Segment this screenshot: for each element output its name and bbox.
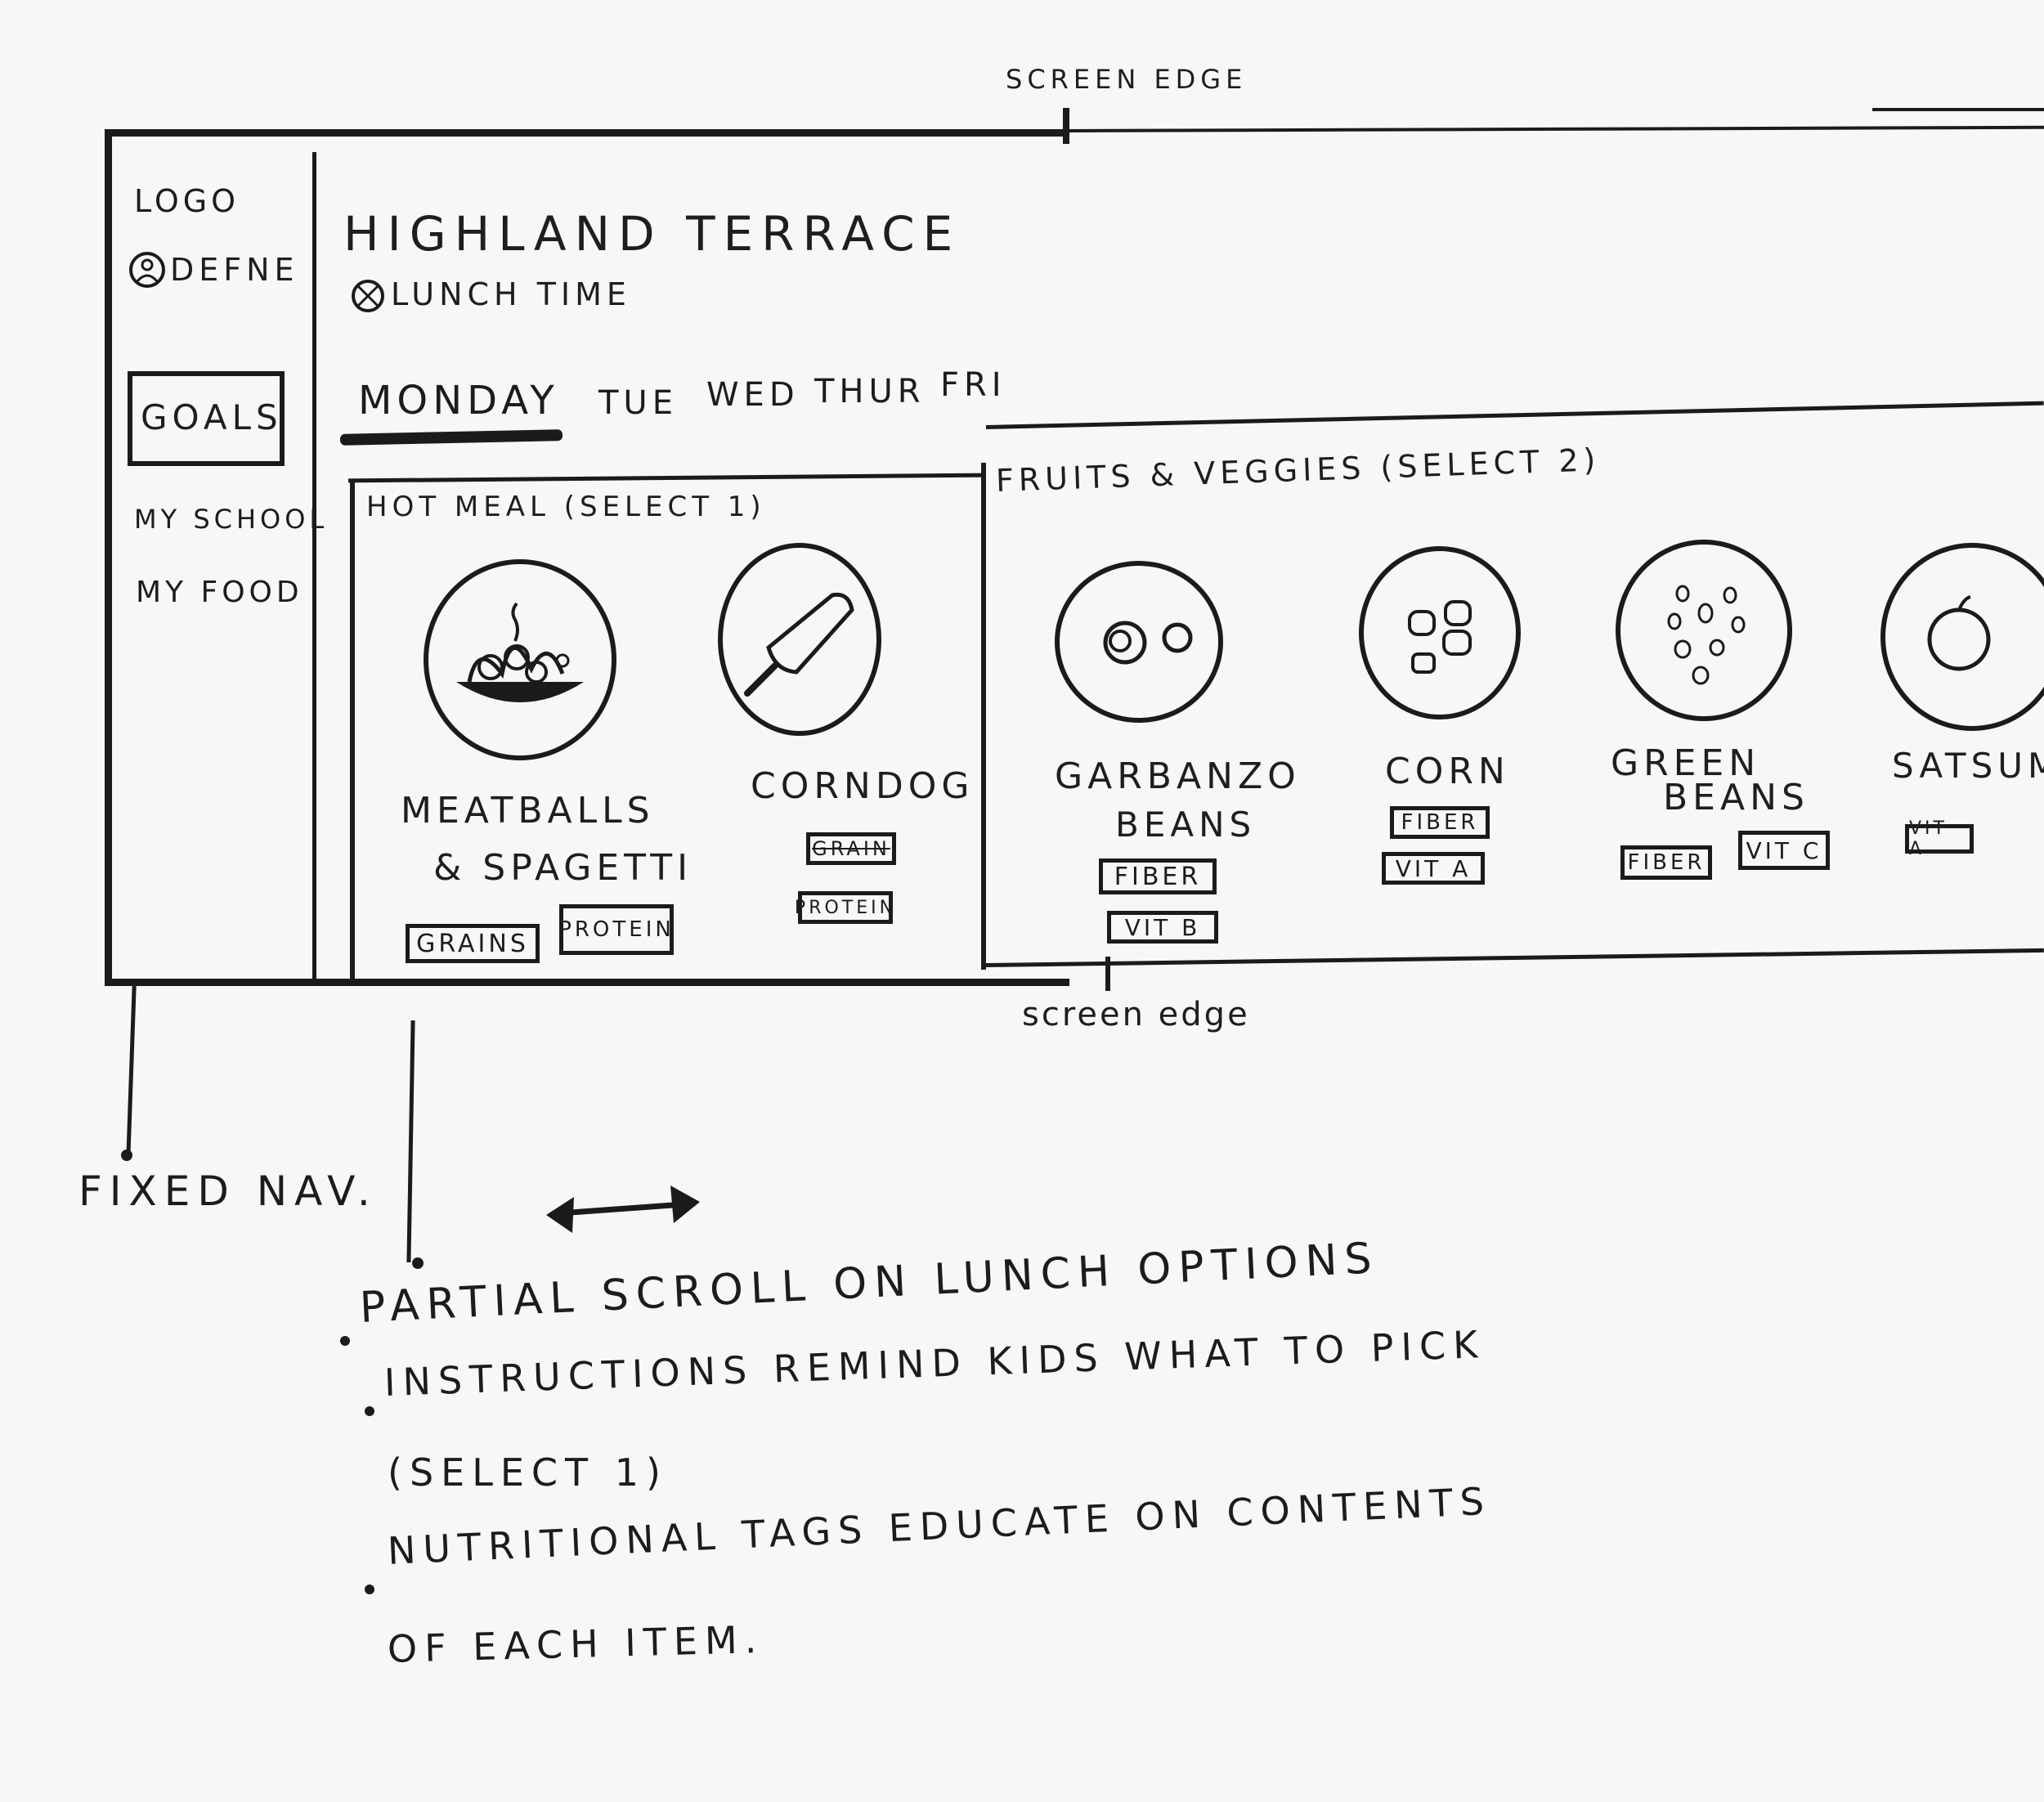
nav-my-school[interactable]: MY SCHOOL <box>134 504 329 535</box>
scroller-left-border <box>350 479 355 986</box>
nav-goals-label: GOALS <box>141 397 283 437</box>
scroll-pointer-dot <box>412 1257 424 1269</box>
logo[interactable]: LOGO <box>134 183 240 219</box>
fixed-nav-pointer-dot <box>121 1150 132 1161</box>
tag-fiber: FIBER <box>1099 858 1217 894</box>
food-name-meatballs-line1: MEATBALLS <box>401 790 655 832</box>
food-name-green-beans-line2: BEANS <box>1663 777 1809 818</box>
tag-grain: GRAIN <box>806 832 896 865</box>
nav-goals-button[interactable]: GOALS <box>128 371 285 466</box>
section-divider <box>981 463 986 970</box>
corndog-icon <box>744 592 854 697</box>
note-nutritional-tags-cont: OF EACH ITEM. <box>387 1616 764 1671</box>
top-border-overflow <box>1062 125 2044 132</box>
tag-protein: PROTEIN <box>795 891 893 924</box>
food-item-green-beans[interactable] <box>1616 540 1792 721</box>
scroller-bottom-border-overflow <box>985 948 2044 967</box>
screen-edge-bottom-marker <box>1105 957 1110 991</box>
food-name-green-beans-line1: GREEN <box>1611 742 1761 784</box>
food-name-corndog: CORNDOG <box>751 765 975 807</box>
tag-grains: GRAINS <box>406 924 540 963</box>
food-name-garbanzo-line2: BEANS <box>1115 805 1257 845</box>
green-beans-icon <box>1667 585 1746 685</box>
food-plate <box>1055 561 1223 723</box>
tag-vit-b: VIT B <box>1107 911 1218 944</box>
tab-monday[interactable]: MONDAY <box>358 378 559 424</box>
tag-vit-a: VIT A <box>1905 818 1974 859</box>
food-plate <box>1880 543 2044 731</box>
scroller-top-border-overflow <box>985 401 2044 429</box>
fixed-nav-pointer <box>126 985 137 1159</box>
food-item-meatballs[interactable] <box>424 559 616 760</box>
page-title: HIGHLAND TERRACE <box>343 206 961 262</box>
nav-my-food[interactable]: MY FOOD <box>136 576 303 609</box>
food-item-corndog[interactable] <box>718 543 881 736</box>
sidebar-divider <box>312 152 316 986</box>
tag-protein: PROTEIN <box>558 904 674 955</box>
food-item-garbanzo-beans[interactable] <box>1055 561 1223 723</box>
food-name-garbanzo-line1: GARBANZO <box>1055 755 1301 797</box>
spaghetti-bowl-icon <box>456 602 584 702</box>
tab-fri[interactable]: FRI <box>940 366 1006 404</box>
hot-meal-title: HOT MEAL (SELECT 1) <box>366 491 766 523</box>
satsuma-icon <box>1927 595 1991 671</box>
note-partial-scroll: PARTIAL SCROLL ON LUNCH OPTIONS <box>358 1234 1380 1333</box>
tag-vit-c: VIT C <box>1738 831 1830 870</box>
food-plate <box>424 559 616 760</box>
user-name: DEFNE <box>170 252 299 288</box>
fixed-nav-label: FIXED NAV. <box>78 1168 378 1215</box>
food-name-corn: CORN <box>1385 751 1510 792</box>
lunch-time-label: LUNCH TIME <box>391 276 631 312</box>
clock-icon <box>352 280 384 312</box>
scroll-pointer <box>406 1020 415 1263</box>
corn-icon <box>1408 600 1472 674</box>
screen-edge-bottom-label: screen edge <box>1022 996 1250 1033</box>
food-name-meatballs-line2: & SPAGETTI <box>433 847 693 889</box>
garbanzo-beans-icon <box>1103 621 1193 665</box>
food-plate <box>718 543 881 736</box>
screen-frame <box>105 129 1069 986</box>
fruits-veggies-title: FRUITS & VEGGIES (SELECT 2) <box>995 442 1602 499</box>
horizontal-scroll-arrow-icon <box>546 1186 700 1233</box>
screen-edge-top-label: SCREEN EDGE <box>1006 64 1248 95</box>
tag-fiber: FIBER <box>1390 806 1490 839</box>
food-item-satsuma[interactable] <box>1880 543 2044 731</box>
top-border-overflow-far <box>1872 108 2044 111</box>
user-avatar-icon <box>129 252 165 288</box>
tag-vit-a: VIT A <box>1382 852 1485 885</box>
tab-wed[interactable]: WED <box>706 376 800 414</box>
tag-fiber: FIBER <box>1620 845 1712 880</box>
note-instructions: INSTRUCTIONS REMIND KIDS WHAT TO PICK <box>383 1322 1486 1405</box>
food-item-corn[interactable] <box>1359 546 1521 719</box>
note-bullet <box>365 1585 374 1594</box>
note-bullet <box>340 1336 350 1346</box>
note-instructions-example: (SELECT 1) <box>388 1450 668 1495</box>
tab-thur[interactable]: THUR <box>814 373 926 410</box>
tab-tue[interactable]: TUE <box>598 384 678 422</box>
food-name-satsuma: SATSUMA <box>1892 746 2044 786</box>
food-plate <box>1616 540 1792 721</box>
food-plate <box>1359 546 1521 719</box>
note-bullet <box>365 1406 374 1416</box>
screen-edge-top-marker <box>1063 108 1069 144</box>
